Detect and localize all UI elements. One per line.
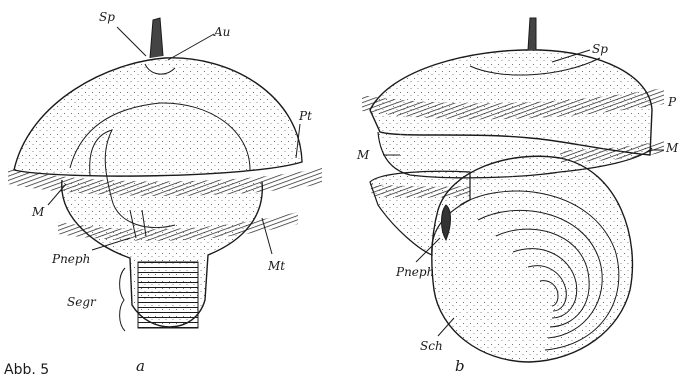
- panel-a: Sp Au Pt M Mt Pneph Segr a: [8, 10, 322, 375]
- panel-a-label-segr: Segr: [67, 295, 97, 309]
- panel-a-apical-tuft: [150, 18, 163, 58]
- panel-b-shell: [432, 156, 633, 362]
- panel-b-apical-tuft: [528, 18, 536, 50]
- panel-a-label-au: Au: [213, 25, 230, 39]
- panel-b-sublabel: b: [455, 357, 465, 375]
- panel-a-segmented-tail: [138, 262, 198, 328]
- panel-a-label-pt: Pt: [298, 109, 312, 123]
- panel-a-label-mt: Mt: [267, 259, 285, 273]
- panel-b: Sp P M M Pneph Sch b: [356, 18, 679, 375]
- panel-a-label-m: M: [31, 205, 45, 219]
- panel-b-label-sp: Sp: [592, 42, 608, 56]
- panel-a-label-pneph: Pneph: [51, 252, 90, 266]
- panel-a-label-sp: Sp: [99, 10, 115, 24]
- panel-b-label-pneph: Pneph: [395, 265, 434, 279]
- figure-caption: Abb. 5: [4, 362, 49, 378]
- panel-b-label-m-right: M: [665, 141, 679, 155]
- panel-b-label-p: P: [667, 95, 677, 109]
- panel-b-label-m-left: M: [356, 148, 370, 162]
- panel-b-label-sch: Sch: [420, 339, 443, 353]
- panel-a-upper-hemisphere: [14, 58, 302, 176]
- panel-a-sublabel: a: [136, 357, 145, 375]
